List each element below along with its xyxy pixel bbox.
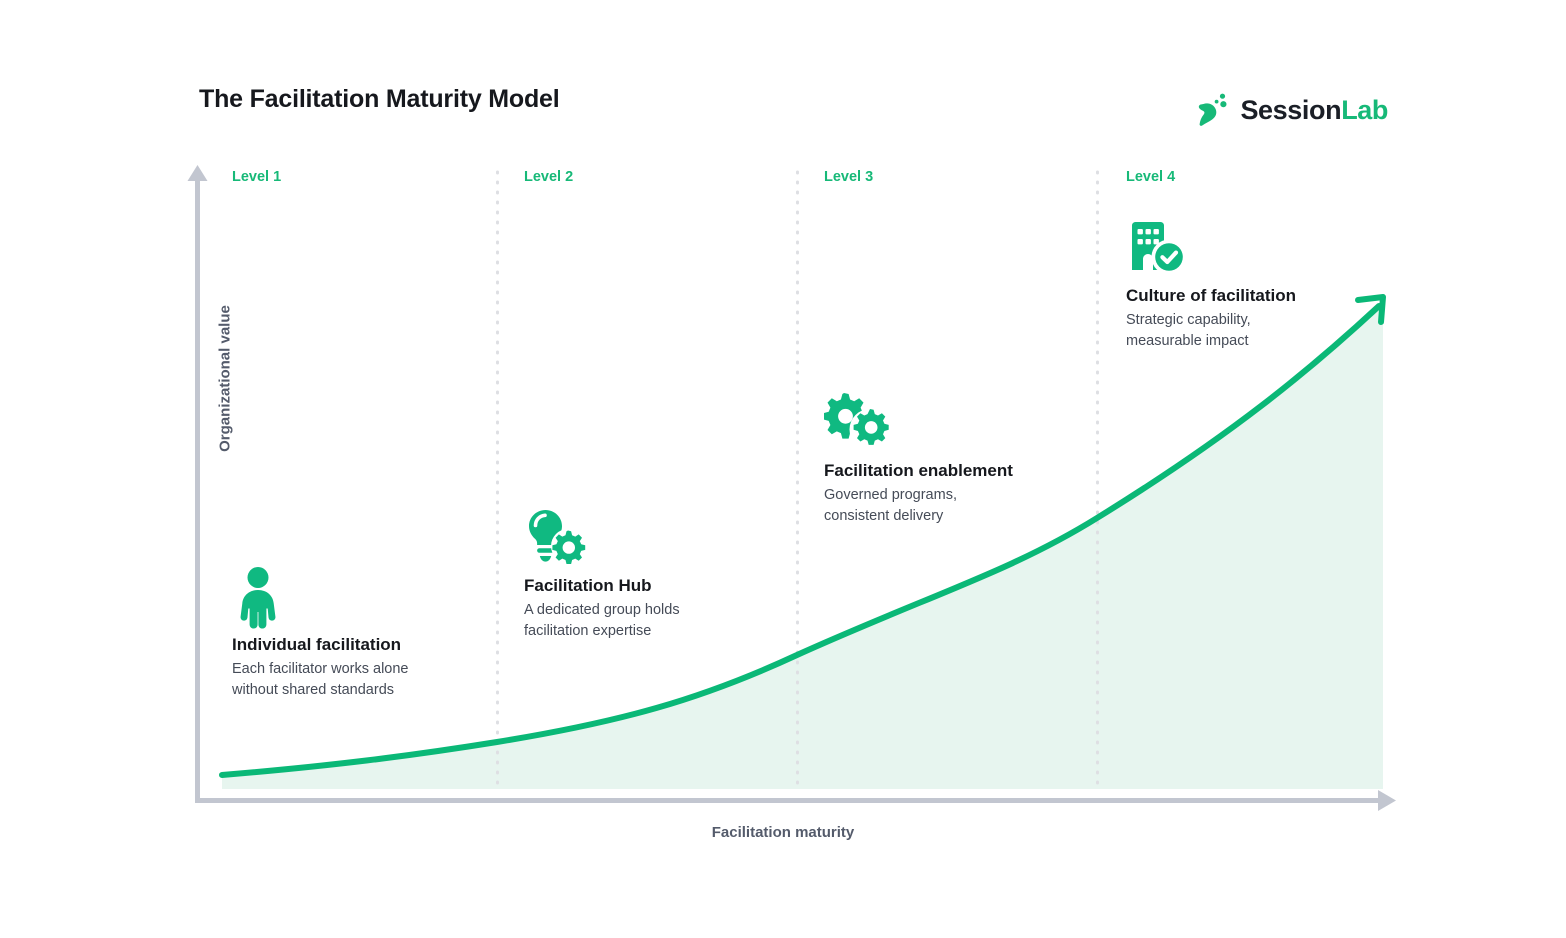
stage-individual-facilitation: Individual facilitation Each facilitator… (232, 567, 532, 701)
sessionlab-logo-icon (1198, 92, 1232, 128)
stage-description: Strategic capability, measurable impact (1126, 312, 1251, 349)
stage-title: Facilitation enablement (824, 461, 1013, 480)
level-label-3: Level 3 (824, 169, 874, 185)
x-axis-label: Facilitation maturity (711, 824, 855, 841)
sessionlab-logo-text: SessionLab (1240, 95, 1388, 126)
page-title: The Facilitation Maturity Model (199, 85, 560, 113)
level-label-1: Level 1 (232, 169, 282, 185)
lightbulb-gear-icon (524, 508, 824, 566)
stage-title: Facilitation Hub (524, 576, 652, 595)
stage-facilitation-hub: Facilitation Hub A dedicated group holds… (524, 508, 824, 642)
arrow-up-icon (187, 165, 208, 181)
stage-description: A dedicated group holds facilitation exp… (524, 602, 680, 639)
level-label-4: Level 4 (1126, 169, 1176, 185)
sessionlab-logo: SessionLab (1198, 92, 1388, 128)
stage-description: Governed programs, consistent delivery (824, 487, 957, 524)
logo-text-accent: Lab (1341, 94, 1388, 125)
arrow-right-icon (1378, 790, 1396, 811)
curve-arrowhead (1355, 294, 1386, 325)
building-check-icon (1126, 218, 1426, 276)
stage-facilitation-enablement: Facilitation enablement Governed program… (824, 393, 1124, 527)
stage-title: Individual facilitation (232, 635, 402, 654)
gears-icon (824, 393, 1124, 451)
person-icon (232, 567, 532, 629)
growth-curve (219, 303, 1382, 778)
y-axis-label: Organizational value (216, 305, 234, 452)
stage-description: Each facilitator works alone without sha… (232, 661, 409, 698)
logo-text-primary: Session (1240, 94, 1342, 125)
stage-culture-of-facilitation: Culture of facilitation Strategic capabi… (1126, 218, 1426, 352)
stage-title: Culture of facilitation (1126, 286, 1296, 305)
area-fill (222, 302, 1383, 789)
level-label-2: Level 2 (524, 169, 574, 185)
